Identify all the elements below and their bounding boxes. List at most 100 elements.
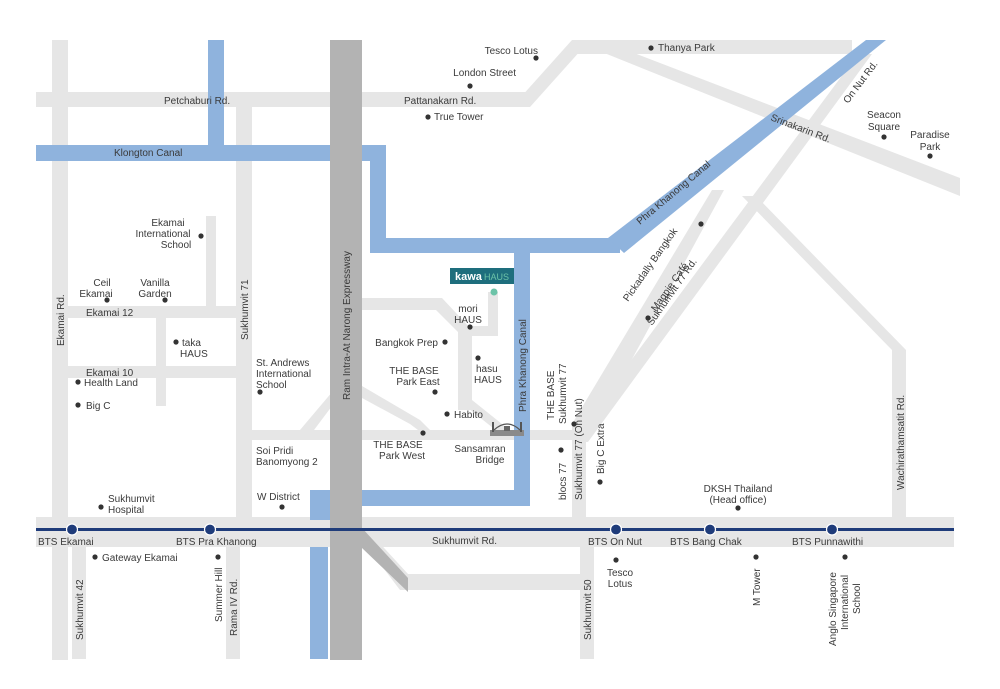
taka-haus-marker[interactable]	[173, 339, 179, 345]
bts-punnawithi-label: BTS Punnawithi	[792, 537, 863, 548]
thanya-park-marker[interactable]	[648, 45, 654, 51]
bridge-icon	[490, 422, 524, 436]
big-c-label: Big C	[86, 401, 110, 412]
klongton-canal	[36, 145, 386, 161]
sukhumvit-50-road	[580, 547, 594, 659]
dksh-label-2: (Head office)	[709, 495, 766, 506]
wachirathamsatit-road	[892, 350, 906, 517]
wachirathamsatit-label: Wachirathamsatit Rd.	[896, 395, 907, 490]
sukhumvit-42-road	[72, 547, 86, 659]
canal-south	[310, 547, 328, 659]
base-77-marker[interactable]	[571, 421, 577, 427]
phra-khanong-canal-vert-label: Phra Khanong Canal	[518, 319, 529, 412]
bts-line	[36, 528, 954, 531]
bts-bang-chak-station-icon[interactable]	[703, 523, 717, 536]
base-77-label-1: THE BASE	[546, 370, 557, 420]
hasu-haus-marker[interactable]	[475, 355, 481, 361]
dksh-label-1: DKSH Thailand	[704, 484, 773, 495]
seacon-label-1: Seacon	[867, 110, 901, 121]
true-tower-marker[interactable]	[425, 114, 431, 120]
sansamran-label-2: Bridge	[476, 455, 505, 466]
petchaburi-road	[36, 92, 530, 107]
st-andrews-label-2: International	[256, 369, 311, 380]
summer-hill-marker[interactable]	[215, 554, 221, 560]
kawa-haus-badge[interactable]: kawa HAUS	[450, 268, 514, 284]
base-east-label-1: THE BASE	[389, 366, 439, 377]
taka-soi	[156, 318, 166, 406]
bts-on-nut-label: BTS On Nut	[588, 537, 642, 548]
bangkok-prep-marker[interactable]	[442, 339, 448, 345]
anglo-label-3: School	[852, 583, 863, 614]
true-tower-label: True Tower	[434, 112, 484, 123]
w-district-marker[interactable]	[279, 504, 285, 510]
bangkok-prep-label: Bangkok Prep	[375, 338, 438, 349]
vanilla-label-2: Garden	[138, 289, 171, 300]
ekamai-int-label-2: International	[135, 229, 190, 240]
dksh-marker[interactable]	[735, 505, 741, 511]
tesco-bottom-marker[interactable]	[613, 557, 619, 563]
big-c-extra-marker[interactable]	[597, 479, 603, 485]
sukhumvit-branch	[362, 524, 580, 590]
big-c-marker[interactable]	[75, 402, 81, 408]
sukhumvit-50-label: Sukhumvit 50	[583, 579, 594, 640]
ekamai-int-marker[interactable]	[198, 233, 204, 239]
london-street-marker[interactable]	[467, 83, 473, 89]
mori-haus-marker[interactable]	[467, 324, 473, 330]
canal-north-branch	[208, 40, 224, 145]
bts-pra-khanong-station-icon[interactable]	[203, 523, 217, 536]
sukhumvit-hospital-label-2: Hospital	[108, 505, 144, 516]
canal-middle	[370, 238, 620, 253]
magpie-marker[interactable]	[645, 315, 651, 321]
bts-ekamai-station-icon[interactable]	[65, 523, 79, 536]
ekamai-10-road	[68, 366, 236, 378]
pickadally-marker[interactable]	[698, 221, 704, 227]
sukhumvit-hospital-marker[interactable]	[98, 504, 104, 510]
paradise-marker[interactable]	[927, 153, 933, 159]
mori-haus-label-1: mori	[458, 304, 477, 315]
base-west-marker[interactable]	[420, 430, 426, 436]
seacon-label-2: Square	[868, 122, 901, 133]
m-tower-label: M Tower	[752, 568, 763, 606]
sukhumvit-71-road	[236, 100, 252, 520]
sukhumvit-77-on-nut-road	[572, 440, 586, 517]
blocs-77-marker[interactable]	[558, 447, 564, 453]
sukhumvit-77-on-nut-label: Sukhumvit 77 (On Nut)	[574, 398, 585, 500]
canal-drop	[370, 145, 386, 253]
sukhumvit-42-label: Sukhumvit 42	[75, 579, 86, 640]
kawa-haus-marker[interactable]	[490, 288, 498, 296]
ceil-marker[interactable]	[104, 297, 110, 303]
expressway-label: Ram Intra-At Narong Expressway	[342, 251, 353, 400]
gateway-ekamai-marker[interactable]	[92, 554, 98, 560]
sansamran-label-1: Sansamran	[454, 444, 505, 455]
phra-khanong-canal-diagonal	[608, 40, 886, 253]
habito-marker[interactable]	[444, 411, 450, 417]
tesco-lotus-top-marker[interactable]	[533, 55, 539, 61]
top-road	[572, 40, 852, 54]
vanilla-marker[interactable]	[162, 297, 168, 303]
seacon-marker[interactable]	[881, 134, 887, 140]
tesco-bottom-label-2: Lotus	[608, 579, 632, 590]
canal-bottom-left	[310, 490, 330, 520]
gateway-ekamai-label: Gateway Ekamai	[102, 553, 178, 564]
on-nut-road	[572, 54, 872, 442]
vanilla-label-1: Vanilla	[140, 278, 170, 289]
ekamai-int-soi	[206, 216, 216, 306]
m-tower-marker[interactable]	[753, 554, 759, 560]
anglo-label-1: Anglo Singapore	[828, 572, 839, 646]
st-andrews-marker[interactable]	[257, 389, 263, 395]
health-land-marker[interactable]	[75, 379, 81, 385]
bts-pra-khanong-label: BTS Pra Khanong	[176, 537, 257, 548]
base-east-marker[interactable]	[432, 389, 438, 395]
kawa-haus-brand: kawa	[455, 271, 483, 283]
habito-label: Habito	[454, 410, 483, 421]
bts-on-nut-station-icon[interactable]	[609, 523, 623, 536]
base-west-label-2: Park West	[379, 451, 425, 462]
bts-bang-chak-label: BTS Bang Chak	[670, 537, 743, 548]
anglo-marker[interactable]	[842, 554, 848, 560]
kawa-haus-suffix: HAUS	[484, 272, 509, 282]
bts-punnawithi-station-icon[interactable]	[825, 523, 839, 536]
kawa-haus-badge-bg	[450, 268, 514, 284]
sukhumvit-77-road	[572, 190, 724, 440]
base-77-label-2: Sukhumvit 77	[558, 363, 569, 424]
